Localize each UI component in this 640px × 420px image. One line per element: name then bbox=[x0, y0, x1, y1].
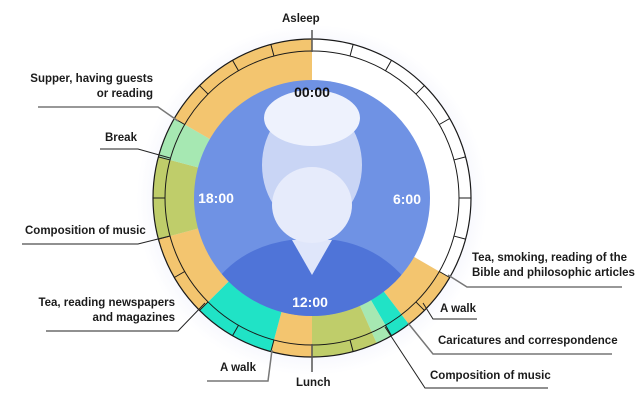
hour-tick bbox=[232, 325, 239, 336]
label-supper-line2: or reading bbox=[96, 88, 153, 100]
portrait-hair bbox=[264, 90, 360, 146]
hour-tick bbox=[439, 118, 450, 125]
segment-asleep bbox=[312, 39, 471, 278]
hour-label-0: 00:00 bbox=[294, 84, 330, 100]
segment-a-walk bbox=[368, 286, 409, 336]
segment-a-walk bbox=[199, 277, 284, 352]
hour-tick bbox=[415, 85, 425, 95]
label-composition-left: Composition of music bbox=[25, 225, 146, 237]
hour-tick bbox=[439, 271, 450, 278]
hour-tick bbox=[158, 156, 171, 161]
hour-tick bbox=[199, 301, 209, 311]
hour-tick bbox=[453, 235, 466, 240]
segment-supper-having-guests-or-reading bbox=[174, 39, 312, 142]
leader-lines bbox=[22, 106, 622, 389]
label-asleep: Asleep bbox=[282, 13, 320, 25]
portrait-collar bbox=[292, 240, 332, 275]
hour-tick bbox=[270, 44, 275, 57]
hour-tick bbox=[199, 85, 209, 95]
label-supper: Supper, having guests or reading bbox=[30, 72, 153, 102]
label-tea-newspapers: Tea, reading newspapers and magazines bbox=[38, 296, 175, 326]
label-caricatures: Caricatures and correspondence bbox=[438, 335, 618, 347]
hour-tick bbox=[270, 339, 275, 352]
hour-tick bbox=[385, 325, 392, 336]
hour-tick bbox=[415, 301, 425, 311]
hour-label-12: 12:00 bbox=[292, 294, 328, 310]
label-walk-left: A walk bbox=[220, 362, 257, 374]
hour-tick bbox=[349, 339, 354, 352]
hour-ticks bbox=[153, 39, 471, 357]
segment-tea-reading-newspapers-and-magazines bbox=[158, 226, 233, 311]
label-tea-newspapers-line2: and magazines bbox=[92, 312, 175, 324]
segment-composition-of-music bbox=[153, 156, 204, 240]
hour-tick bbox=[385, 60, 392, 71]
label-tea-bible-line2: Bible and philosophic articles bbox=[472, 267, 635, 279]
label-tea-newspapers-line1: Tea, reading newspapers bbox=[38, 297, 175, 309]
hour-tick bbox=[174, 271, 185, 278]
hour-label-18: 18:00 bbox=[198, 190, 234, 206]
hour-tick bbox=[349, 44, 354, 57]
label-tea-bible: Tea, smoking, reading of the Bible and p… bbox=[472, 251, 635, 281]
hour-tick bbox=[453, 156, 466, 161]
hour-tick bbox=[232, 60, 239, 71]
label-supper-line1: Supper, having guests bbox=[30, 73, 153, 85]
label-walk-right: A walk bbox=[440, 303, 477, 315]
label-composition-right: Composition of music bbox=[430, 370, 551, 382]
segment-caricatures-and-correspondence bbox=[357, 294, 392, 344]
label-lunch: Lunch bbox=[296, 377, 331, 389]
label-break: Break bbox=[105, 132, 137, 144]
portrait-beard bbox=[272, 167, 352, 243]
label-tea-bible-line1: Tea, smoking, reading of the bbox=[472, 252, 628, 264]
portrait-suit bbox=[195, 240, 430, 316]
segment-break bbox=[158, 118, 216, 170]
hour-label-6: 6:00 bbox=[393, 191, 421, 207]
portrait bbox=[194, 80, 430, 316]
